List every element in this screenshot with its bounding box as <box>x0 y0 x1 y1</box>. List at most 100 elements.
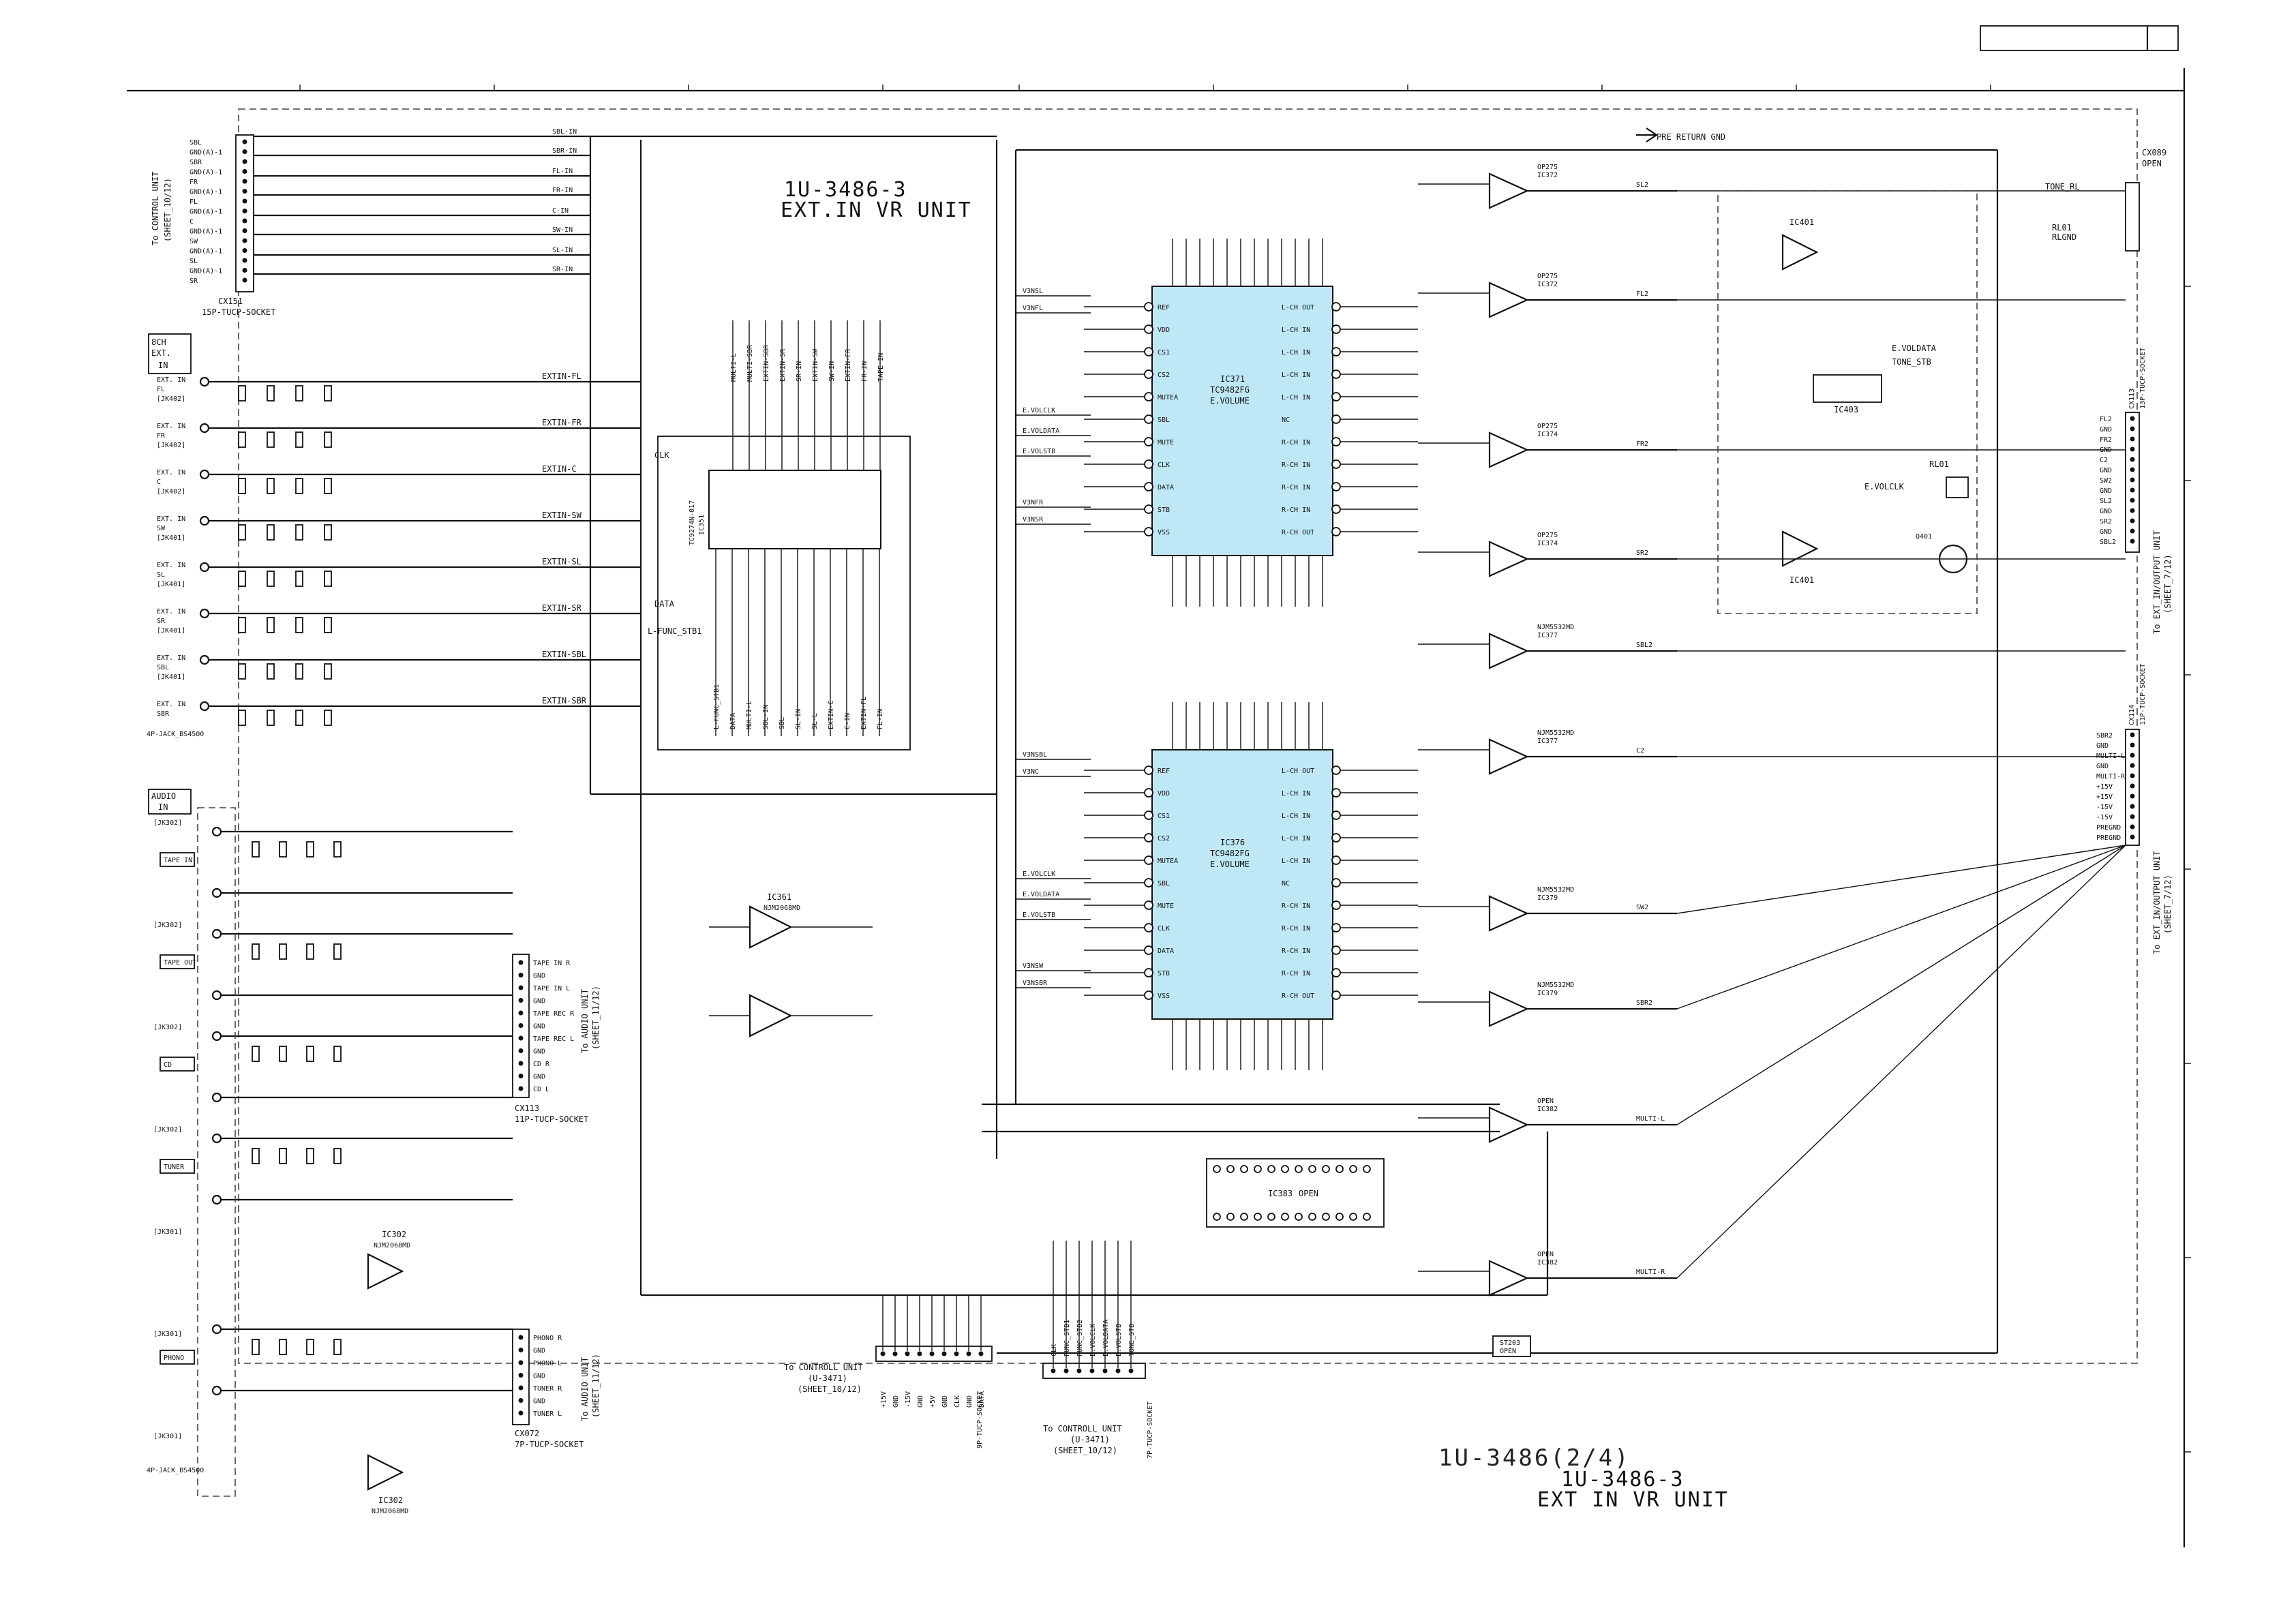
pin-circle <box>1240 1213 1248 1221</box>
right-mid-connector: FL2GNDFR2GNDC2GNDSW2GNDSL2GNDSR2GNDSBL2 … <box>2100 348 2173 634</box>
component <box>238 710 246 726</box>
pin-circle <box>1322 1213 1330 1221</box>
ic376-left-pin-4: MUTEA <box>1158 858 1178 865</box>
component <box>252 943 260 960</box>
phono-amp-ic361: IC361 NJM2068MD <box>709 892 873 1037</box>
sel-bot-pin-8: C-IN <box>844 713 851 729</box>
audio-jack-ref-4: [JK301] <box>153 1228 182 1236</box>
audio-source-4: PHONO <box>164 1354 184 1362</box>
ic376-right-pin-5: NC <box>1282 880 1290 888</box>
sel-top-pin-0: MULTI-L <box>730 353 738 382</box>
sel-top-pin-1: MULTI-SBR <box>746 344 754 382</box>
selector-part: TC9274N-017 <box>689 500 696 545</box>
component <box>295 385 303 401</box>
jack-icon <box>199 562 210 573</box>
pin-circle <box>1144 369 1153 379</box>
bctl-pin-2: FUNC_STB2 <box>1076 1320 1084 1356</box>
ic383-ref: IC383 <box>1268 1189 1293 1198</box>
pin-circle <box>1331 833 1341 843</box>
pin-dot <box>518 1010 524 1016</box>
pin-circle <box>1144 504 1153 514</box>
opamp-ref-2: IC374 <box>1537 431 1558 438</box>
component <box>333 1046 342 1062</box>
selector-clk: CLK <box>654 451 669 460</box>
ext-jack-label-2: EXT. IN <box>157 469 185 476</box>
pin-circle <box>1295 1213 1303 1221</box>
pin-dot <box>518 1373 524 1378</box>
pin-dot <box>518 1410 524 1416</box>
rlow-pin-2: MULTI-L <box>2096 753 2125 760</box>
rmid-pin-2: FR2 <box>2100 436 2112 444</box>
cx151-dest-1: To CONTROL UNIT <box>151 172 160 245</box>
jack-icon <box>211 888 222 898</box>
pin-circle <box>1308 1213 1316 1221</box>
ext-net-1: EXTIN-FR <box>542 418 582 427</box>
pin-circle <box>1144 527 1153 536</box>
bpow-dest-2: (U-3471) <box>808 1374 847 1383</box>
opamp-ref-8: IC382 <box>1537 1106 1558 1113</box>
right-top-connector: CX089 OPEN TONE_RL RL01 RLGND <box>2045 148 2166 252</box>
pin-dot <box>2130 732 2135 738</box>
bpow-dest-3: (SHEET_10/12) <box>798 1384 862 1394</box>
ext-jack-label-7: EXT. IN <box>157 701 185 708</box>
pin-circle <box>1144 765 1153 775</box>
ic376-left-pin-8: DATA <box>1158 947 1174 955</box>
rmid-pin-4: C2 <box>2100 457 2108 464</box>
ic371-net-4: E.VOLSTB <box>1023 448 1055 455</box>
rlow-pin-7: -15V <box>2096 804 2113 811</box>
ic371-ref: IC371 <box>1220 374 1245 384</box>
tape-conn-name: CX113 <box>515 1104 539 1113</box>
opamp-group: IC372OP275SL2IC372OP275FL2IC374OP275FR2I… <box>1418 164 2126 1296</box>
bpow-pin-4: +5V <box>929 1395 937 1408</box>
ext-jack-ref-3: [JK401] <box>157 534 185 542</box>
sel-bot-pin-5: SL-IN <box>795 709 802 729</box>
pin-dot <box>880 1351 886 1356</box>
bctl-pin-1: FUNC_STB1 <box>1063 1320 1071 1356</box>
cx151-pin-dot <box>242 139 247 145</box>
opamp-part-6: NJM5532MD <box>1537 886 1574 894</box>
jack-icon <box>199 515 210 526</box>
component <box>324 710 332 726</box>
relay-label: RL01 <box>1929 459 1949 469</box>
jack-icon <box>199 423 210 434</box>
pin-dot <box>518 973 524 977</box>
ic376-left-pin-6: MUTE <box>1158 902 1174 910</box>
pin-circle <box>1331 945 1341 955</box>
ext-net-3: EXTIN-SW <box>542 511 582 520</box>
opamp-route <box>1676 845 2126 1125</box>
ext-jack-label-6: EXT. IN <box>157 654 185 662</box>
ic371-left-pin-1: VDD <box>1158 327 1170 334</box>
footer-title: 1U-3486(2/4) <box>1438 1444 1631 1472</box>
audio-jack-type: 4P-JACK_BS4500 <box>147 1467 204 1474</box>
pin-dot <box>2130 487 2135 493</box>
pin-dot <box>2130 528 2135 534</box>
component <box>333 943 342 960</box>
rmid-dest-1: To EXT_IN/OUTPUT UNIT <box>2152 530 2162 634</box>
ic371-left-pin-7: CLK <box>1158 461 1170 469</box>
opamp-route <box>1676 845 2126 1010</box>
pin-circle <box>1331 369 1341 379</box>
ic371-net-3: E.VOLDATA <box>1023 427 1059 435</box>
opamp-route <box>1676 845 2126 914</box>
cx151-pin-3: SBR <box>190 159 202 166</box>
cx151-pin-dot <box>242 159 247 164</box>
sel-bot-pin-3: SBL-IN <box>762 705 770 729</box>
sel-bot-pin-1: DATA <box>729 713 737 729</box>
pin-circle <box>1144 878 1153 888</box>
pin-circle <box>1331 968 1341 977</box>
ic376-net-5: V3NSW <box>1023 962 1044 970</box>
cx151-pin-5: FR <box>190 179 198 186</box>
rmid-pin-10: SR2 <box>2100 518 2112 526</box>
bctl-pin-4: E.VOLDATA <box>1102 1320 1110 1356</box>
pin-circle <box>1213 1213 1221 1221</box>
audio-jack-ref-0: [JK302] <box>153 819 182 827</box>
ic371-right-pin-9: R-CH IN <box>1282 506 1310 514</box>
pin-circle <box>1144 414 1153 424</box>
pin-circle <box>1349 1213 1357 1221</box>
pin-dot <box>941 1351 947 1356</box>
component <box>306 943 314 960</box>
cx151-pin-dot <box>242 277 247 283</box>
pin-circle <box>1331 810 1341 820</box>
component <box>333 841 342 858</box>
bctl-pin-3: E.VOLCLK <box>1089 1324 1097 1356</box>
